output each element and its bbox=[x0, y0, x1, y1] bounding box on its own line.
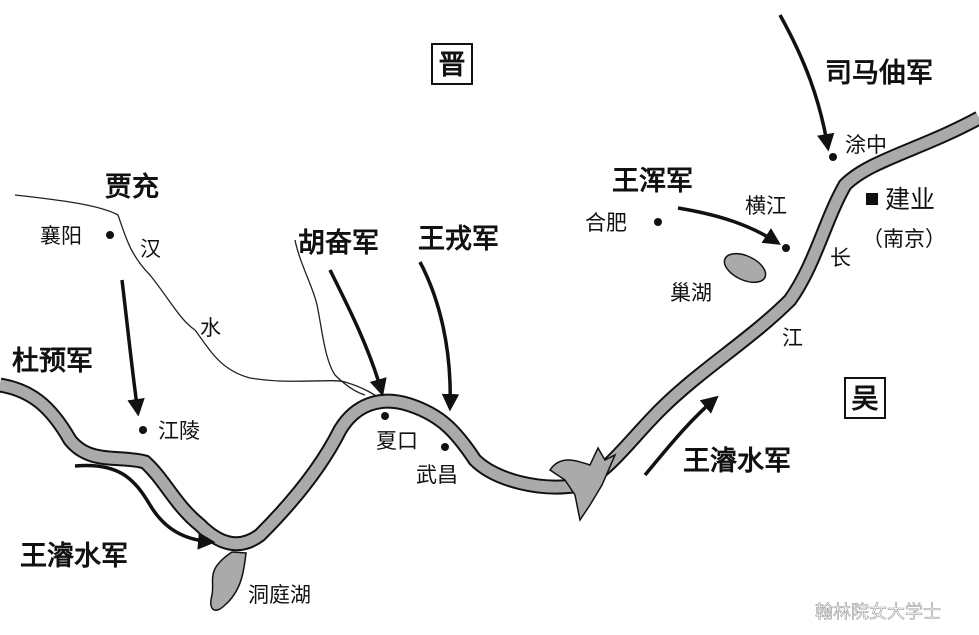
army-wang-rong: 王戎军 bbox=[418, 224, 499, 255]
dongting-lake bbox=[210, 551, 247, 611]
river-han-2: 水 bbox=[200, 316, 221, 340]
chaohu-lake bbox=[723, 252, 767, 284]
place-chaohu: 巢湖 bbox=[670, 281, 712, 305]
wang-jun-east-arrow bbox=[643, 395, 719, 477]
army-wang-jun-west: 王濬水军 bbox=[20, 541, 128, 572]
sima-zhou-arrow bbox=[778, 14, 835, 152]
watermark: 翰林院女大学士 bbox=[815, 602, 941, 623]
army-jia-chong: 贾充 bbox=[105, 171, 159, 203]
region-wu: 吴 bbox=[852, 384, 879, 415]
army-sima-zhou: 司马伷军 bbox=[825, 58, 933, 89]
place-jiangling: 江陵 bbox=[158, 419, 200, 443]
river-chang-1: 长 bbox=[830, 246, 851, 270]
tributary-river bbox=[294, 239, 366, 396]
place-tuzhong: 涂中 bbox=[845, 133, 887, 157]
place-jianye-note: （南京） bbox=[862, 227, 946, 251]
army-hu-fen: 胡奋军 bbox=[298, 228, 379, 259]
place-jianye: 建业 bbox=[885, 185, 935, 214]
place-dongtinghu: 洞庭湖 bbox=[248, 583, 311, 607]
jia-chong-arrow bbox=[120, 279, 145, 417]
wang-jun-west-arrow bbox=[74, 463, 216, 550]
place-wuchang: 武昌 bbox=[416, 463, 458, 487]
army-wang-hun: 王浑军 bbox=[612, 166, 693, 197]
river-chang-2: 江 bbox=[782, 326, 803, 350]
army-wang-jun-east: 王濬水军 bbox=[683, 446, 791, 477]
wang-hun-arrow bbox=[677, 206, 781, 245]
river-han-1: 汉 bbox=[140, 237, 161, 261]
army-du-yu: 杜预军 bbox=[12, 346, 93, 377]
jianye-marker bbox=[866, 193, 878, 205]
place-hefei: 合肥 bbox=[585, 211, 627, 235]
hu-fen-arrow bbox=[328, 269, 387, 397]
place-xiakou: 夏口 bbox=[376, 429, 418, 453]
delta-lake bbox=[548, 446, 617, 522]
place-hengjiang: 横江 bbox=[745, 194, 787, 218]
yangtze-river bbox=[0, 111, 979, 552]
place-xiangyang: 襄阳 bbox=[40, 224, 82, 248]
region-jin: 晋 bbox=[439, 50, 466, 81]
wang-rong-arrow bbox=[418, 261, 460, 412]
